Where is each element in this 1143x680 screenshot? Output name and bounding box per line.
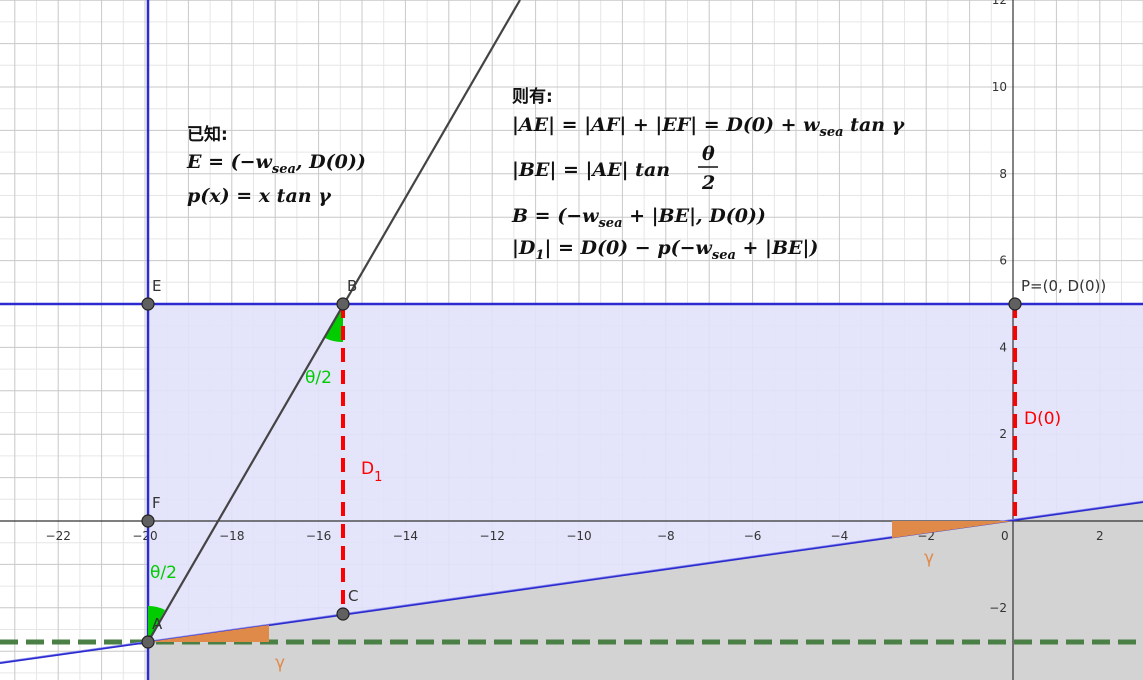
line-ab bbox=[147, 0, 521, 643]
then-line-3: B = (−wsea + |BE|, D(0)) bbox=[511, 205, 766, 231]
x-tick-label: −14 bbox=[393, 529, 418, 543]
label-theta-half-b: θ/2 bbox=[305, 368, 332, 388]
point-b[interactable] bbox=[336, 297, 350, 311]
given-text-block: 已知: E = (−wsea, D(0)) p(x) = x tan γ bbox=[186, 124, 366, 207]
y-tick-label: 2 bbox=[999, 427, 1007, 441]
label-a: A bbox=[152, 615, 163, 633]
label-d0: D(0) bbox=[1024, 409, 1061, 429]
label-theta-half-a: θ/2 bbox=[150, 563, 177, 583]
then-line-2-den: 2 bbox=[701, 172, 715, 194]
y-tick-label: 4 bbox=[999, 340, 1007, 354]
x-tick-label: −4 bbox=[831, 529, 849, 543]
x-tick-label: 0 bbox=[1001, 529, 1009, 543]
then-line-2-num: θ bbox=[702, 143, 715, 165]
x-tick-label: 2 bbox=[1096, 529, 1104, 543]
then-text-block: 则有: |AE| = |AF| + |EF| = D(0) + wsea tan… bbox=[511, 86, 906, 263]
y-tick-labels: 12 10 8 6 4 2 −2 bbox=[989, 0, 1007, 615]
label-f: F bbox=[152, 494, 161, 512]
x-tick-label: −6 bbox=[744, 529, 762, 543]
x-tick-label: −20 bbox=[132, 529, 157, 543]
then-line-1: |AE| = |AF| + |EF| = D(0) + wsea tan γ bbox=[512, 114, 906, 140]
gamma-angle-right bbox=[892, 521, 1013, 538]
x-tick-label: −18 bbox=[219, 529, 244, 543]
y-tick-label: 8 bbox=[999, 167, 1007, 181]
blue-region bbox=[148, 304, 1143, 642]
gray-region bbox=[148, 502, 1143, 680]
label-b: B bbox=[347, 277, 357, 295]
y-tick-label: 6 bbox=[999, 254, 1007, 268]
x-tick-label: −22 bbox=[46, 529, 71, 543]
then-line-2: |BE| = |AE| tan bbox=[512, 159, 670, 181]
label-e: E bbox=[152, 277, 161, 295]
point-p[interactable] bbox=[1008, 297, 1022, 311]
gamma-angle-left bbox=[148, 625, 269, 642]
x-tick-label: −16 bbox=[306, 529, 331, 543]
label-d1: D1 bbox=[361, 459, 382, 485]
given-header: 已知: bbox=[187, 124, 228, 145]
point-a[interactable] bbox=[141, 635, 155, 649]
label-gamma-right: γ bbox=[924, 548, 934, 568]
y-tick-label: 12 bbox=[992, 0, 1007, 7]
given-line-1: E = (−wsea, D(0)) bbox=[186, 151, 366, 177]
label-gamma-left: γ bbox=[275, 653, 285, 673]
point-f[interactable] bbox=[141, 514, 155, 528]
x-tick-label: −12 bbox=[480, 529, 505, 543]
then-line-4: |D1| = D(0) − p(−wsea + |BE|) bbox=[512, 237, 818, 263]
y-tick-label: −2 bbox=[989, 601, 1007, 615]
label-c: C bbox=[348, 587, 358, 605]
point-e[interactable] bbox=[141, 297, 155, 311]
x-tick-label: −8 bbox=[657, 529, 675, 543]
y-tick-label: 10 bbox=[992, 80, 1007, 94]
given-line-2: p(x) = x tan γ bbox=[187, 185, 332, 207]
point-c[interactable] bbox=[336, 607, 350, 621]
then-header: 则有: bbox=[512, 86, 553, 107]
label-p: P=(0, D(0)) bbox=[1021, 277, 1106, 295]
x-tick-label: −10 bbox=[566, 529, 591, 543]
